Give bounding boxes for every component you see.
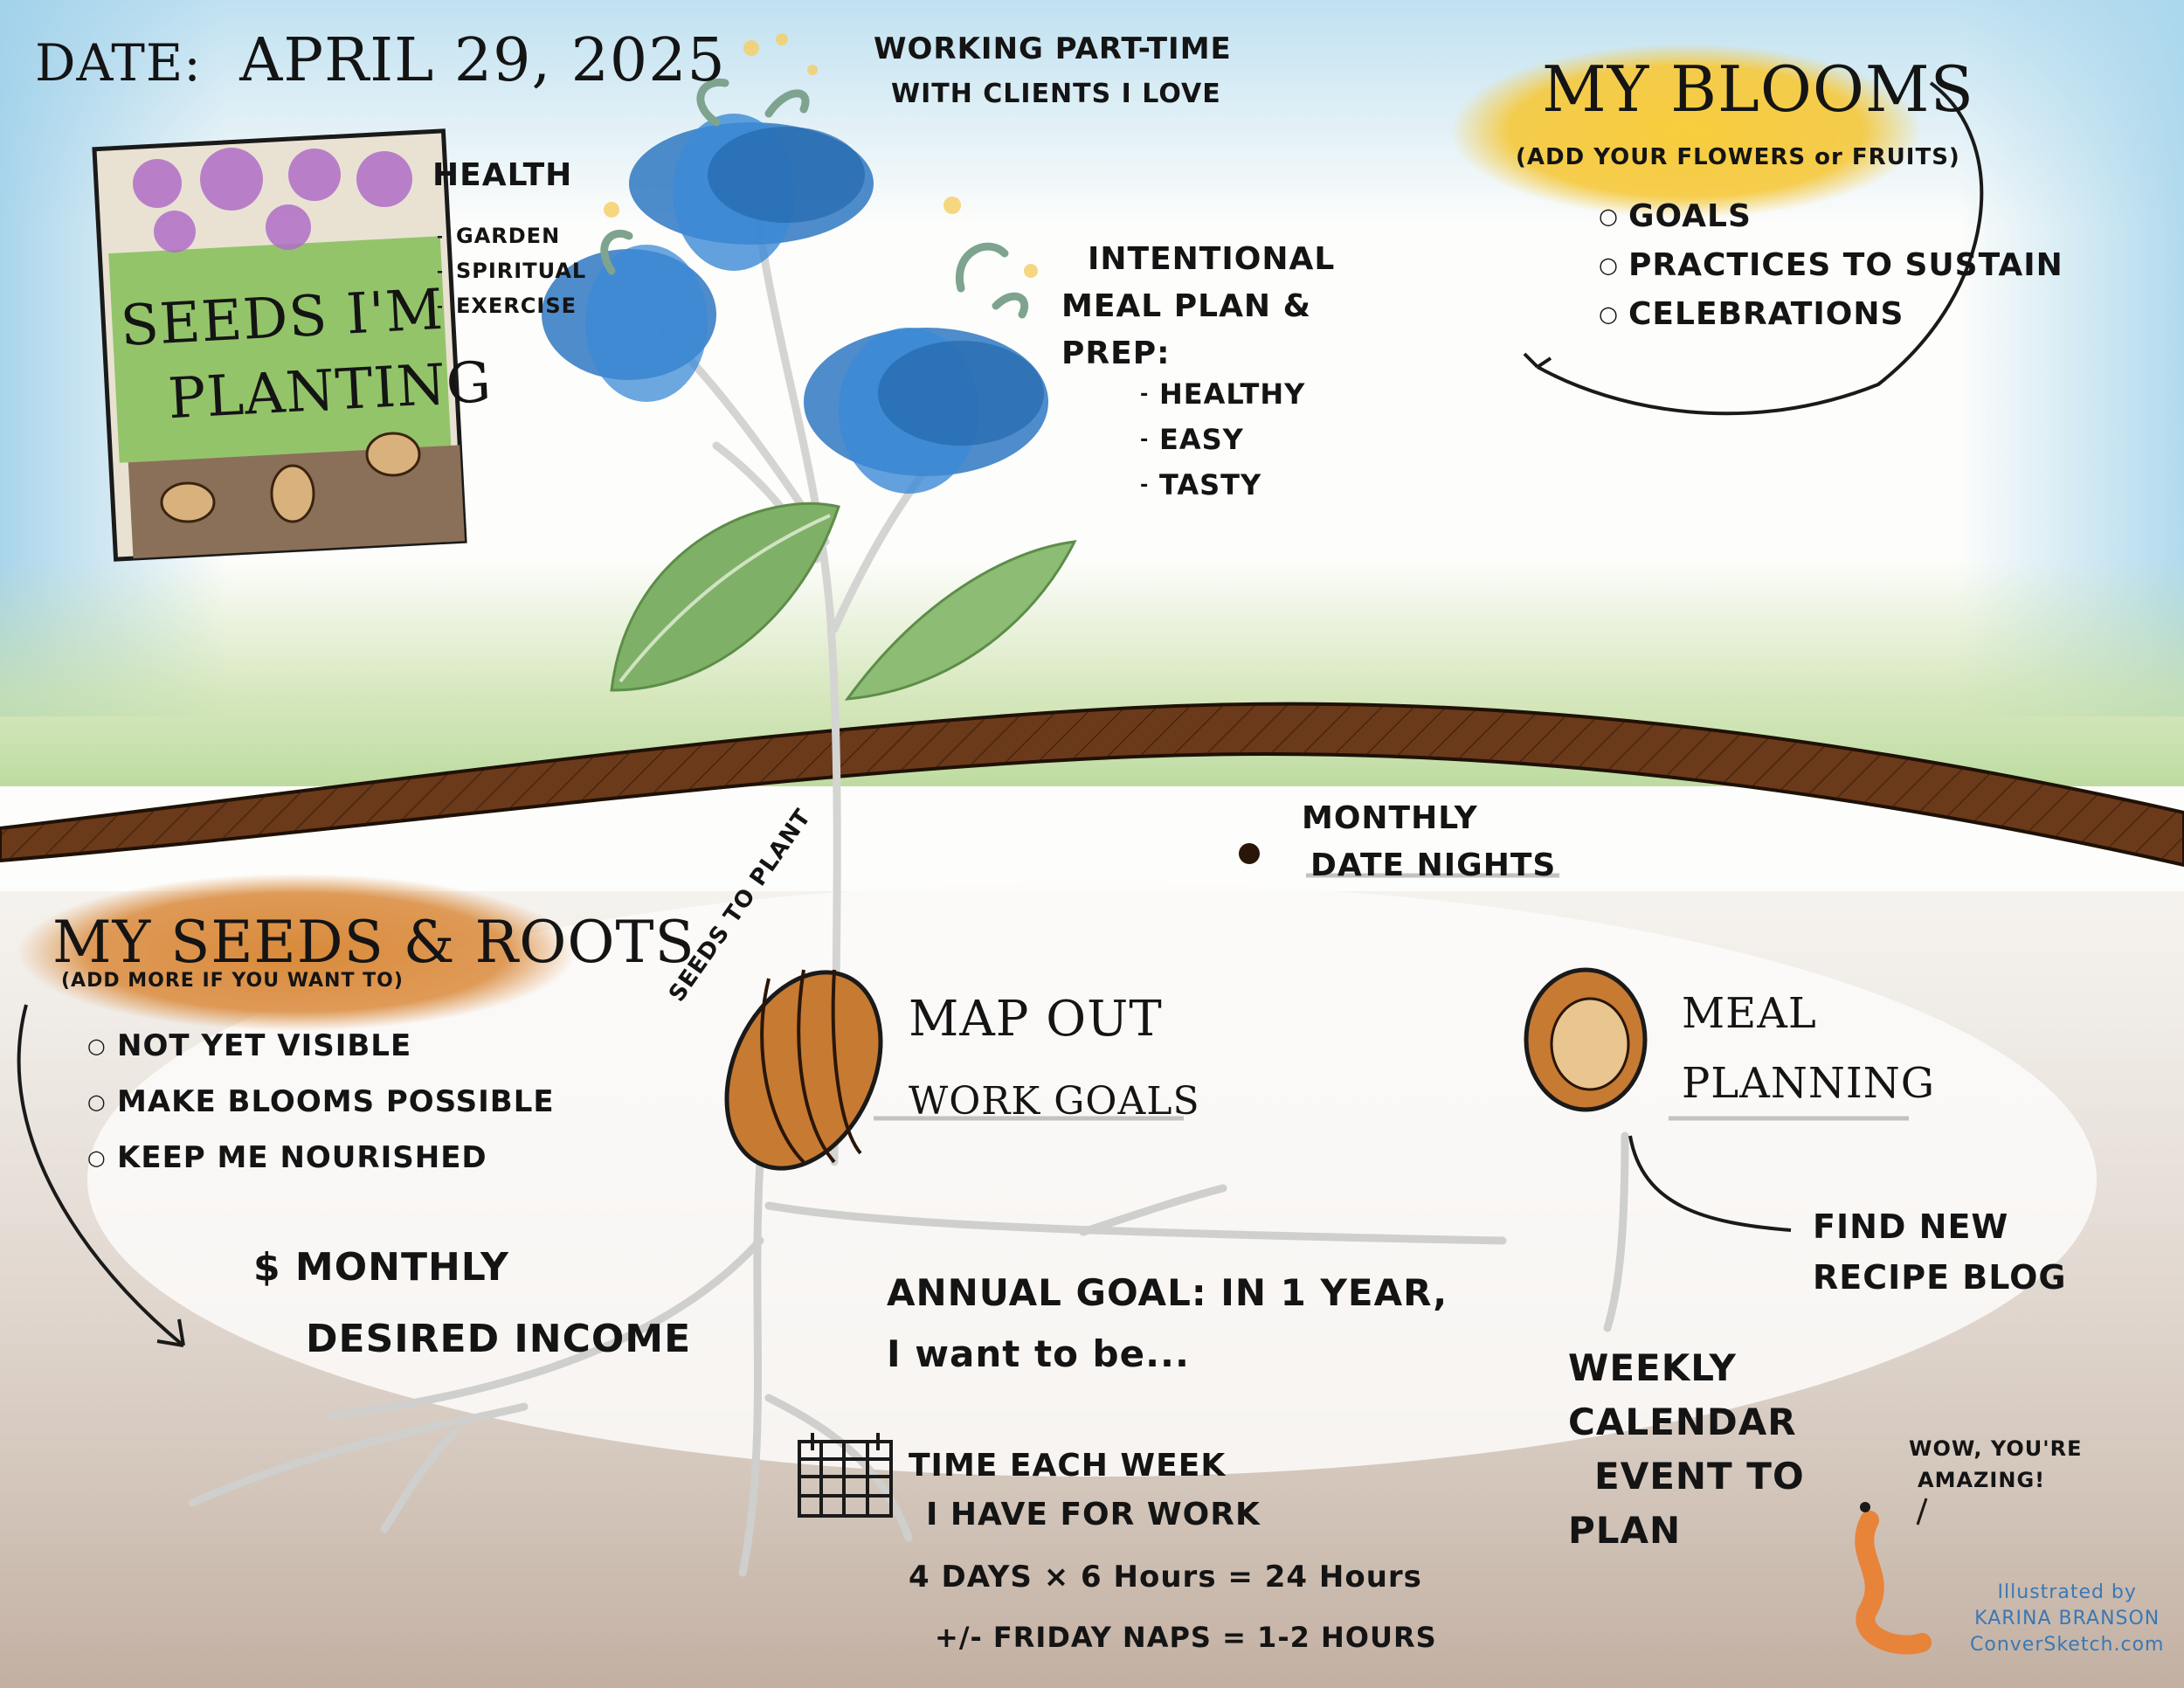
meal-planning-line2: PLANNING (1682, 1059, 1936, 1108)
time-line1: TIME EACH WEEK (909, 1448, 1227, 1484)
annual-goal-line2: I want to be... (887, 1332, 1190, 1375)
roots-title: MY SEEDS & ROOTS (52, 909, 695, 976)
meal-plan-list: HEALTHY EASY TASTY (1140, 371, 1305, 508)
monthly-date-label: MONTHLY DATE NIGHTS (1302, 795, 1556, 889)
time-calc1: 4 DAYS × 6 Hours = 24 Hours (909, 1560, 1422, 1595)
list-item: HEALTHY (1140, 371, 1305, 417)
list-item: NOT YET VISIBLE (87, 1018, 555, 1074)
list-item: SPIRITUAL (437, 253, 586, 288)
annual-goal-label: ANNUAL GOAL: IN 1 YEAR, I want to be... (887, 1263, 1448, 1385)
meal-plan-line1: INTENTIONAL (1088, 241, 1336, 277)
worm-speech: WOW, YOU'RE AMAZING! (1909, 1433, 2083, 1496)
monthly-date-line1: MONTHLY (1302, 800, 1478, 836)
meal-plan-line2: MEAL PLAN & (1061, 288, 1311, 324)
date-value: APRIL 29, 2025 (239, 26, 726, 95)
list-item: EXERCISE (437, 288, 586, 323)
recipe-label: FIND NEW RECIPE BLOG (1813, 1201, 2067, 1303)
recipe-line1: FIND NEW (1813, 1207, 2009, 1246)
bullet-dot (1239, 843, 1260, 864)
soil-hatching (0, 703, 2184, 865)
weekly-event-label: WEEKLY CALENDAR EVENT to PLAN (1568, 1341, 1805, 1558)
list-item: EASY (1140, 417, 1305, 462)
blooms-title: MY BLOOMS (1542, 52, 1974, 126)
blooms-subtitle: (ADD YOUR FLOWERS or FRUITS) (1516, 144, 1960, 170)
recipe-line2: RECIPE BLOG (1813, 1258, 2067, 1297)
calendar-icon (798, 1433, 893, 1518)
plant-roots (188, 1131, 1629, 1577)
meal-root (1628, 1135, 1792, 1232)
weekly-line2: CALENDAR (1568, 1401, 1797, 1443)
list-item: PRACTICES to SUSTAIN (1599, 241, 2063, 290)
annual-goal-line1: ANNUAL GOAL: IN 1 YEAR, (887, 1271, 1448, 1314)
income-line2: DESIRED INCOME (306, 1317, 692, 1361)
income-line1: $ MONTHLY (253, 1245, 509, 1290)
list-item: TASTY (1140, 462, 1305, 508)
time-line2: I HAVE for WORK (926, 1497, 1261, 1532)
list-item: GARDEN (437, 218, 586, 253)
date-label: DATE: APRIL 29, 2025 (35, 26, 726, 95)
map-out-line1: MAP OUT (909, 991, 1163, 1048)
seed-packet-category: HEALTH (432, 157, 573, 193)
worm-speech-line1: WOW, YOU'RE (1909, 1436, 2083, 1461)
credit-line2: KARINA BRANSON (1974, 1608, 2160, 1629)
meal-plan-label: INTENTIONAL MEAL PLAN & PREP: (1061, 236, 1335, 377)
seed-icon (724, 969, 883, 1171)
date-label-text: DATE: (35, 33, 202, 93)
time-calc2: +/- FRIDAY NAPS = 1-2 HOURS (935, 1621, 1437, 1654)
credit-line1: Illustrated by (1997, 1581, 2137, 1603)
flower-icon (542, 33, 1048, 494)
working-line2: with CLIENTS I LOVE (891, 79, 1221, 109)
seed-packet (92, 128, 467, 562)
credit: Illustrated by KARINA BRANSON ConverSket… (1970, 1580, 2164, 1658)
time-block: TIME EACH WEEK I HAVE for WORK (909, 1442, 1261, 1539)
weekly-line1: WEEKLY (1568, 1346, 1737, 1389)
income-label: $ MONTHLY DESIRED INCOME (253, 1232, 691, 1375)
blooms-list: GOALS PRACTICES to SUSTAIN CELEBRATIONS (1599, 192, 2063, 339)
roots-list: NOT YET VISIBLE MAKE BLOOMS POSSIBLE KEE… (87, 1018, 555, 1186)
worm-speech-line2: AMAZING! (1918, 1468, 2046, 1492)
list-item: MAKE BLOOMS POSSIBLE (87, 1074, 555, 1130)
blooms-outline (1537, 81, 1984, 416)
list-item: KEEP ME NOURISHED (87, 1130, 555, 1186)
map-out-label: MAP OUT WORK GOALS (909, 979, 1200, 1143)
monthly-date-line2: DATE NIGHTS (1310, 847, 1557, 883)
weekly-line4: PLAN (1568, 1509, 1682, 1552)
worm-icon (1855, 1498, 1932, 1655)
meal-planning-line1: MEAL (1682, 989, 1817, 1038)
meal-planning-label: MEAL PLANNING (1682, 979, 1935, 1118)
arrow-icon (1523, 352, 1552, 369)
blooms-highlight (1450, 44, 1922, 218)
map-out-line2: WORK GOALS (909, 1079, 1200, 1124)
seed-icon (1524, 967, 1648, 1112)
seed-packet-list: GARDEN SPIRITUAL EXERCISE (437, 218, 586, 323)
meal-plan-line3: PREP: (1061, 336, 1171, 371)
credit-line3: ConverSketch.com (1970, 1634, 2165, 1656)
leaf-icon (610, 502, 1077, 701)
underlines (874, 873, 1909, 1121)
list-item: CELEBRATIONS (1599, 290, 2063, 339)
arrow-icon (17, 1004, 185, 1347)
roots-highlight (17, 874, 577, 1031)
working-line1: WORKING PART-TIME (874, 31, 1232, 66)
roots-subtitle: (ADD MORE IF YOU WANT TO) (61, 970, 404, 992)
list-item: GOALS (1599, 192, 2063, 241)
weekly-line3: EVENT to (1594, 1455, 1805, 1498)
working-label: WORKING PART-TIME with CLIENTS I LOVE (874, 26, 1232, 117)
